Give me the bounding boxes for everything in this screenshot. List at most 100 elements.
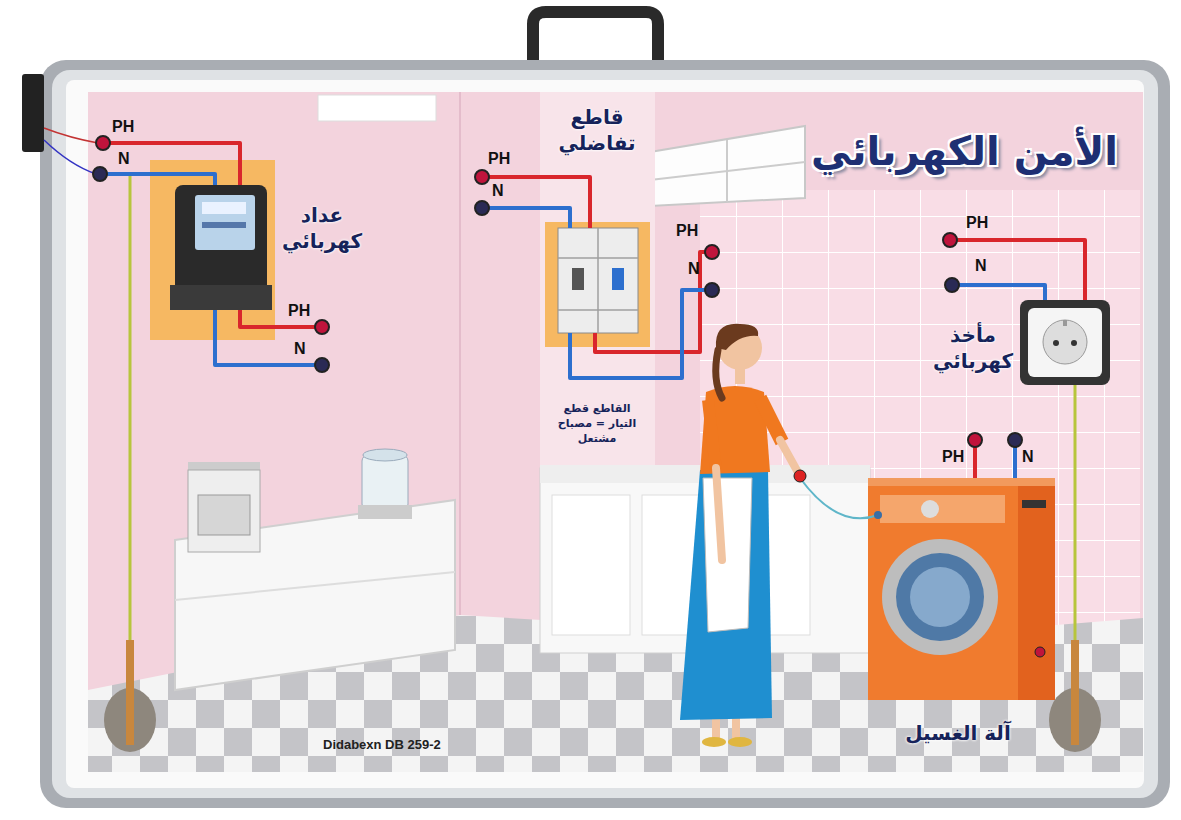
device-box: مأخذ كهربائي bbox=[1020, 300, 1110, 385]
meter-disc bbox=[202, 222, 246, 228]
phase-terminal bbox=[943, 233, 957, 247]
phase-wire bbox=[950, 240, 1085, 300]
device-label: قاطع تفاضلي bbox=[558, 104, 635, 156]
phase-terminal bbox=[968, 433, 982, 447]
breaker-test-button bbox=[612, 268, 624, 290]
source-wire bbox=[44, 140, 96, 174]
terminal-label: N bbox=[118, 150, 130, 168]
terminal-label: PH bbox=[966, 214, 988, 232]
phase-terminal bbox=[96, 136, 110, 150]
woman-sleeve bbox=[708, 400, 716, 470]
washer-door-glass bbox=[896, 553, 984, 641]
phase-wire bbox=[103, 143, 240, 185]
device-label: مأخذ كهربائي bbox=[933, 322, 1013, 374]
phase-wire bbox=[595, 252, 712, 352]
breaker-lines bbox=[558, 228, 638, 333]
woman-shoe bbox=[728, 737, 752, 747]
neutral-terminal bbox=[945, 278, 959, 292]
neutral-terminal bbox=[1008, 433, 1022, 447]
washer-drum bbox=[910, 567, 970, 627]
meter-display bbox=[202, 202, 246, 214]
outlet-hole bbox=[1053, 340, 1059, 346]
cabinet-door bbox=[552, 495, 630, 635]
neutral-terminal bbox=[93, 167, 107, 181]
outlet-earth-pin bbox=[1063, 320, 1067, 326]
device-label: آلة الغسيل bbox=[905, 720, 1010, 746]
outlet-plate bbox=[1028, 308, 1102, 377]
terminal-label: PH bbox=[112, 118, 134, 136]
washer-knob bbox=[921, 500, 939, 518]
breaker-toggle bbox=[572, 268, 584, 290]
woman-braid bbox=[716, 350, 722, 398]
terminal-label: N bbox=[1022, 448, 1034, 466]
source-wire bbox=[44, 128, 98, 143]
terminal-label: PH bbox=[288, 302, 310, 320]
earth-rod bbox=[1071, 640, 1079, 745]
woman-apron bbox=[703, 478, 752, 632]
phase-terminal bbox=[315, 320, 329, 334]
earth-terminal bbox=[1035, 647, 1045, 657]
woman-arm bbox=[716, 468, 722, 560]
wall-cabinet bbox=[650, 126, 805, 206]
cabinet-lines bbox=[650, 140, 805, 202]
device-box: عداد كهربائي bbox=[150, 160, 275, 340]
washer-top bbox=[868, 478, 1055, 486]
vent bbox=[318, 95, 436, 121]
brand-mark: Didabexn DB 259-2 bbox=[323, 737, 441, 752]
washer-controls bbox=[880, 495, 1005, 523]
meter-board bbox=[150, 160, 275, 340]
earth-wire bbox=[129, 176, 132, 715]
woman-shoe bbox=[702, 737, 726, 747]
phase-wire bbox=[973, 447, 977, 478]
terminal-label: N bbox=[975, 257, 987, 275]
neutral-wire bbox=[952, 285, 1045, 300]
washer-vent bbox=[1022, 500, 1046, 508]
earth-rod bbox=[126, 640, 134, 745]
counter-shelf bbox=[175, 572, 455, 600]
breaker-device bbox=[558, 228, 638, 333]
phase-terminal bbox=[475, 170, 489, 184]
board-surface bbox=[66, 80, 1144, 788]
neutral-wire bbox=[1013, 447, 1017, 478]
device-box: آلة الغسيل bbox=[868, 478, 1055, 700]
meter-window bbox=[195, 195, 255, 250]
outlet-frame bbox=[1020, 300, 1110, 385]
terminal-label: N bbox=[688, 260, 700, 278]
note-text: القاطع قطع التيار = مصباح مشتعل bbox=[549, 402, 645, 447]
breaker-board bbox=[545, 222, 650, 347]
diagram-title: الأمن الكهربائي bbox=[811, 128, 1118, 174]
terminal-label: PH bbox=[942, 448, 964, 466]
neutral-wire bbox=[482, 208, 570, 228]
phase-wire bbox=[482, 177, 590, 228]
woman-skirt bbox=[680, 470, 772, 720]
neutral-wire bbox=[570, 290, 712, 378]
washer-door bbox=[882, 539, 998, 655]
neutral-terminal bbox=[315, 358, 329, 372]
wall bbox=[88, 92, 1143, 692]
woman-sleeve bbox=[760, 398, 782, 442]
neutral-terminal bbox=[475, 201, 489, 215]
terminal-label: N bbox=[492, 182, 504, 200]
device-label: عداد كهربائي bbox=[282, 202, 362, 254]
steamer-lid bbox=[363, 449, 407, 461]
power-source bbox=[22, 74, 44, 152]
breaker-panel-band bbox=[540, 92, 655, 465]
steamer bbox=[362, 455, 408, 510]
device-box: قاطع تفاضلي bbox=[545, 222, 650, 347]
neutral-wire bbox=[100, 174, 215, 185]
neutral-terminal bbox=[705, 283, 719, 297]
phase-terminal bbox=[705, 245, 719, 259]
meter-terminals bbox=[170, 285, 272, 310]
woman-hair bbox=[716, 324, 758, 350]
terminal-label: PH bbox=[676, 222, 698, 240]
terminal-label: N bbox=[294, 340, 306, 358]
stove bbox=[188, 470, 260, 552]
test-lead bbox=[800, 478, 878, 518]
outlet-socket bbox=[1043, 320, 1087, 364]
oven-window bbox=[198, 495, 250, 535]
terminal-label: PH bbox=[488, 150, 510, 168]
washer-front bbox=[868, 478, 1018, 700]
test-lamp bbox=[794, 470, 806, 482]
washer-body bbox=[868, 478, 1055, 700]
